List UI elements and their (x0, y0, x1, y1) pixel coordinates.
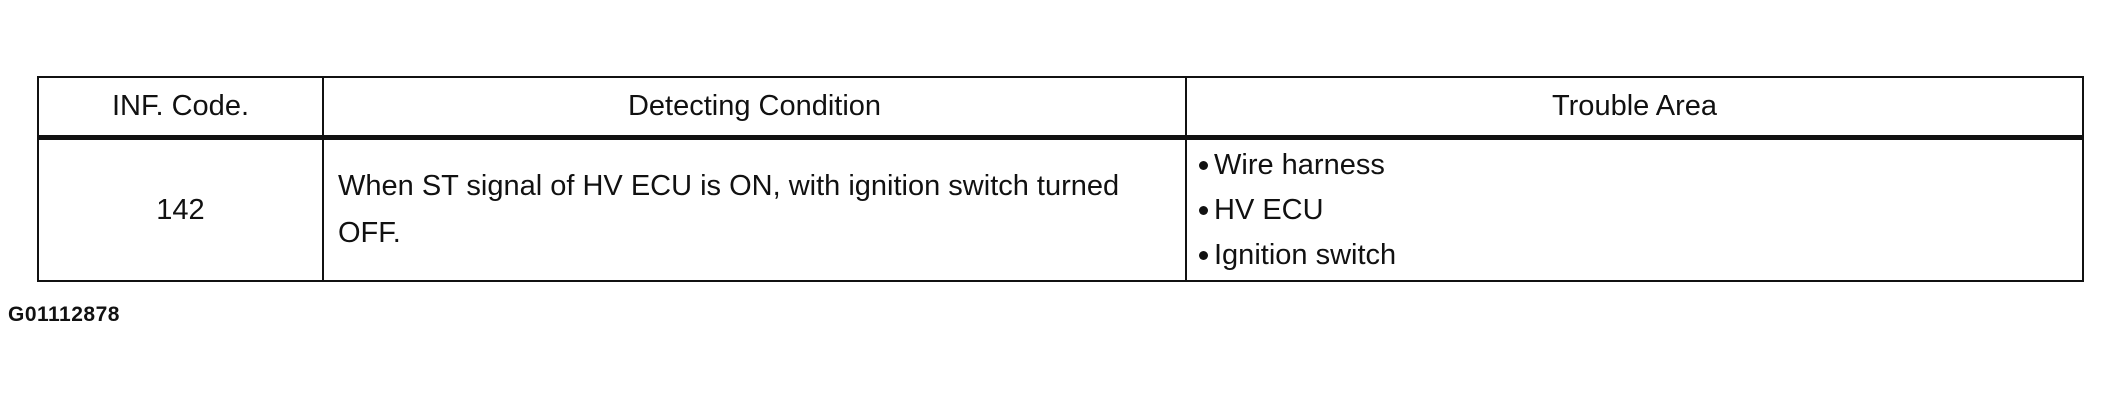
list-item: Wire harness (1199, 143, 2082, 188)
table-row: 142 When ST signal of HV ECU is ON, with… (37, 136, 2084, 282)
trouble-area-item-label: HV ECU (1214, 193, 1324, 226)
inf-code-cell: 142 (37, 136, 324, 282)
list-item: HV ECU (1199, 188, 2082, 233)
header-trouble-area: Trouble Area (1185, 76, 2084, 140)
trouble-area-item-label: Wire harness (1214, 148, 1385, 181)
bullet-icon (1199, 250, 1208, 260)
detecting-condition-cell: When ST signal of HV ECU is ON, with ign… (322, 136, 1187, 282)
header-inf-code: INF. Code. (37, 76, 324, 140)
bullet-icon (1199, 160, 1208, 170)
header-row: INF. Code. Detecting Condition Trouble A… (37, 76, 2084, 140)
trouble-area-item-label: Ignition switch (1214, 238, 1397, 271)
dtc-info-table: INF. Code. Detecting Condition Trouble A… (37, 76, 2084, 282)
trouble-area-list: Wire harness HV ECU Ignition switch (1199, 143, 2082, 278)
table-body: 142 When ST signal of HV ECU is ON, with… (37, 136, 2084, 282)
list-item: Ignition switch (1199, 233, 2082, 278)
figure-id: G01112878 (8, 303, 120, 326)
table-header: INF. Code. Detecting Condition Trouble A… (37, 76, 2084, 140)
trouble-area-cell: Wire harness HV ECU Ignition switch (1185, 136, 2084, 282)
bullet-icon (1199, 205, 1208, 215)
header-detecting-condition: Detecting Condition (322, 76, 1187, 140)
